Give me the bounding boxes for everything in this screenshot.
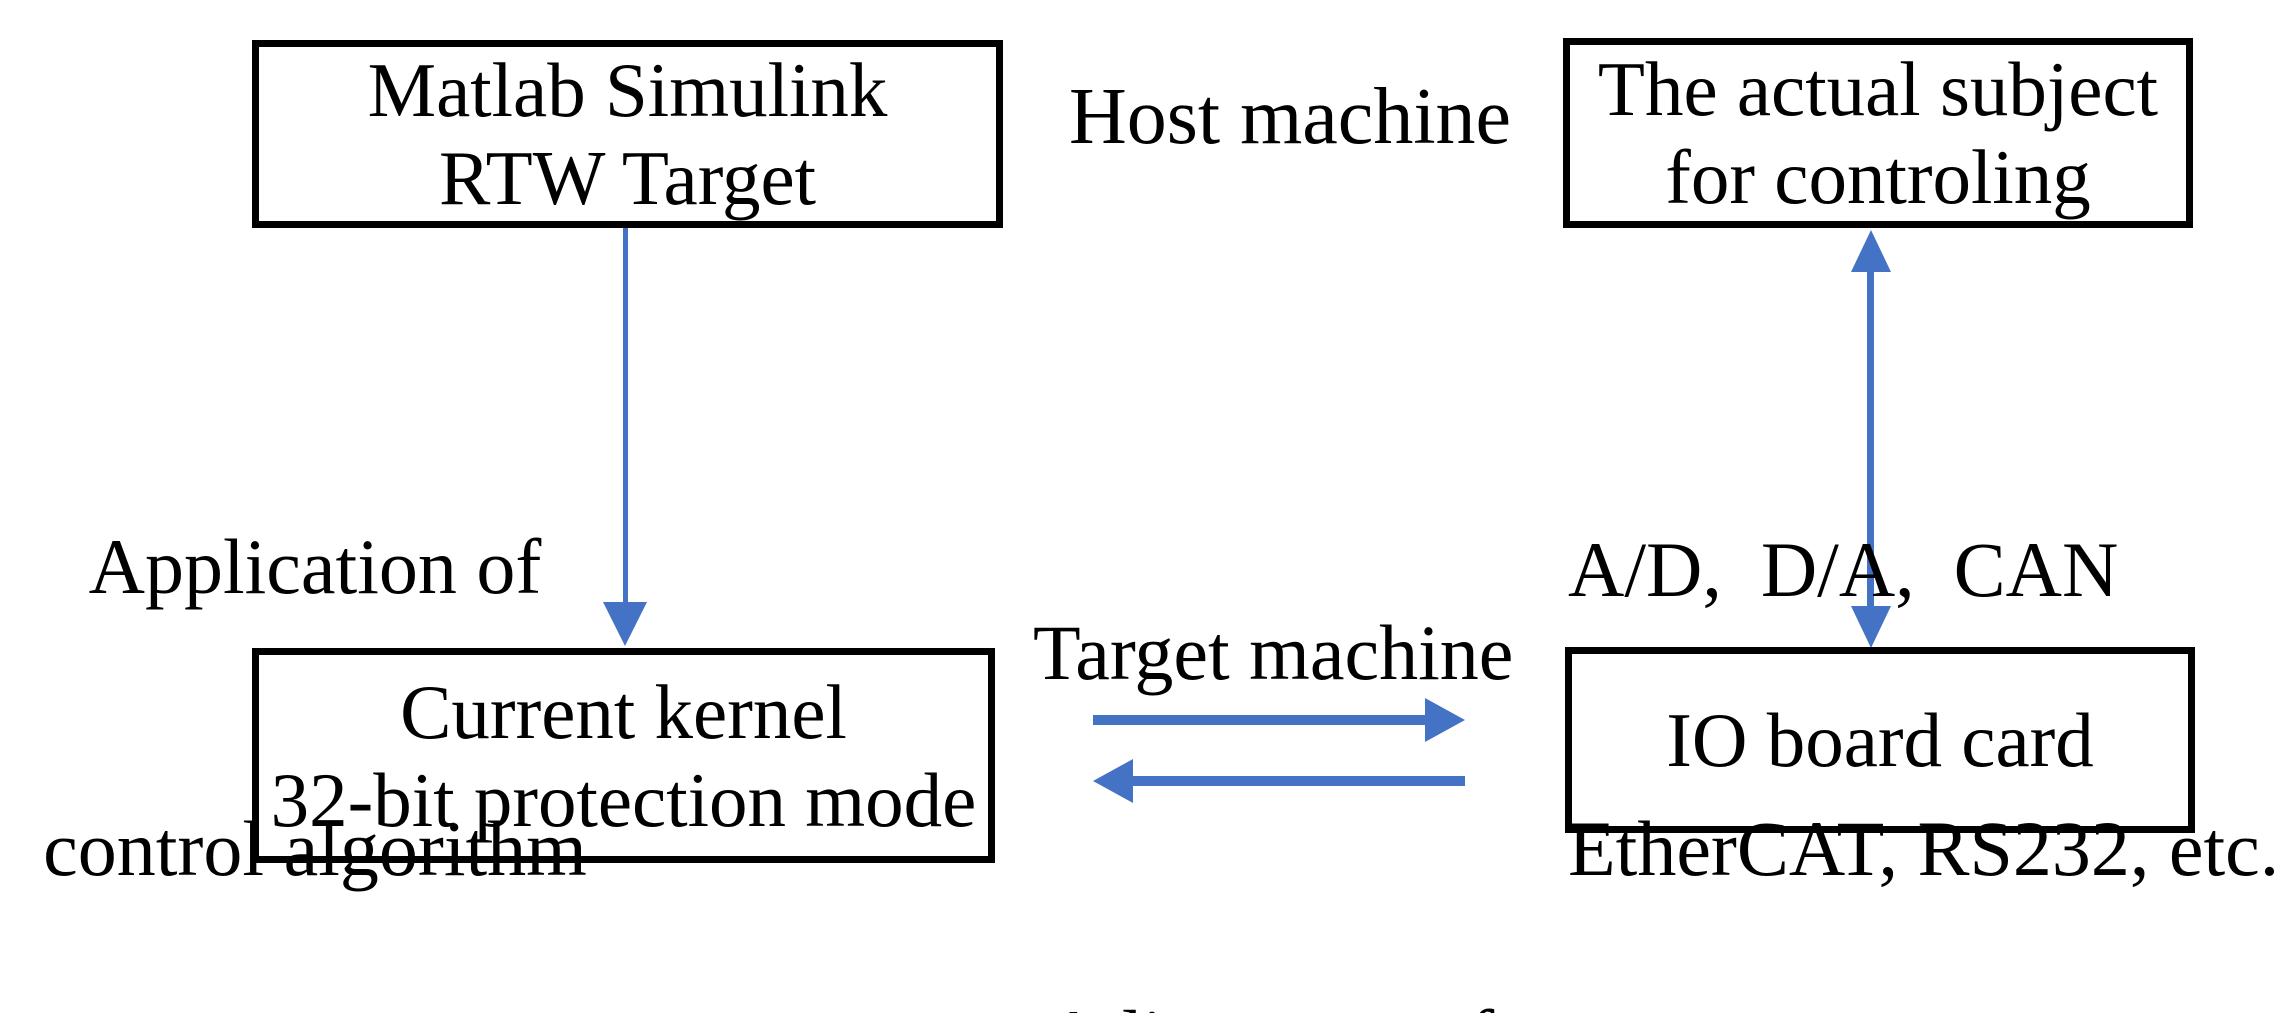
arrow-shaft: [1093, 715, 1425, 725]
label-line: A/D, D/A, CAN: [1568, 526, 2119, 613]
arrow-deploy-down: [603, 228, 647, 646]
node-text-line: RTW Target: [438, 135, 817, 221]
arrowhead-left-icon: [1093, 759, 1133, 803]
node-io-board-card: IO board card: [1565, 647, 2195, 833]
arrowhead-down-icon: [603, 602, 647, 646]
node-text-line: The actual subject: [1597, 46, 2159, 132]
label-line: Application of: [88, 523, 542, 610]
label-target-machine: Target machine: [1033, 609, 1514, 696]
label-line: EtherCAT, RS232, etc.: [1568, 805, 2280, 892]
arrow-kernel-to-io: [1093, 698, 1465, 742]
arrow-io-subject-double: [1851, 230, 1891, 648]
node-text-line: IO board card: [1666, 697, 2094, 783]
label-host-machine: Host machine: [1068, 73, 1512, 161]
arrow-shaft: [623, 228, 628, 604]
arrow-shaft: [1867, 268, 1874, 610]
node-matlab-rtw-target: Matlab Simulink RTW Target: [252, 40, 1003, 228]
node-actual-subject: The actual subject for controling: [1563, 38, 2193, 228]
label-line: Adjustment of: [990, 987, 1550, 1013]
node-text-line: Matlab Simulink: [367, 47, 888, 133]
node-current-kernel: Current kernel 32-bit protection mode: [252, 648, 995, 863]
arrowhead-up-icon: [1851, 230, 1891, 272]
arrow-io-to-kernel: [1093, 759, 1465, 803]
node-text-line: for controling: [1665, 134, 2091, 220]
label-line: control algorithm: [43, 805, 587, 892]
arrowhead-down-icon: [1851, 606, 1891, 648]
label-application-of-control-algorithm: Application of control algorithm: [15, 332, 615, 1013]
label-adjustment-of-parameters: Adjustment of parameters: [990, 783, 1550, 1013]
node-text-line: 32-bit protection mode: [270, 756, 977, 843]
label-io-interfaces: A/D, D/A, CAN EtherCAT, RS232, etc.: [1568, 337, 2291, 1013]
arrowhead-right-icon: [1425, 698, 1465, 742]
arrow-shaft: [1133, 776, 1465, 786]
node-text-line: Current kernel: [400, 668, 847, 755]
